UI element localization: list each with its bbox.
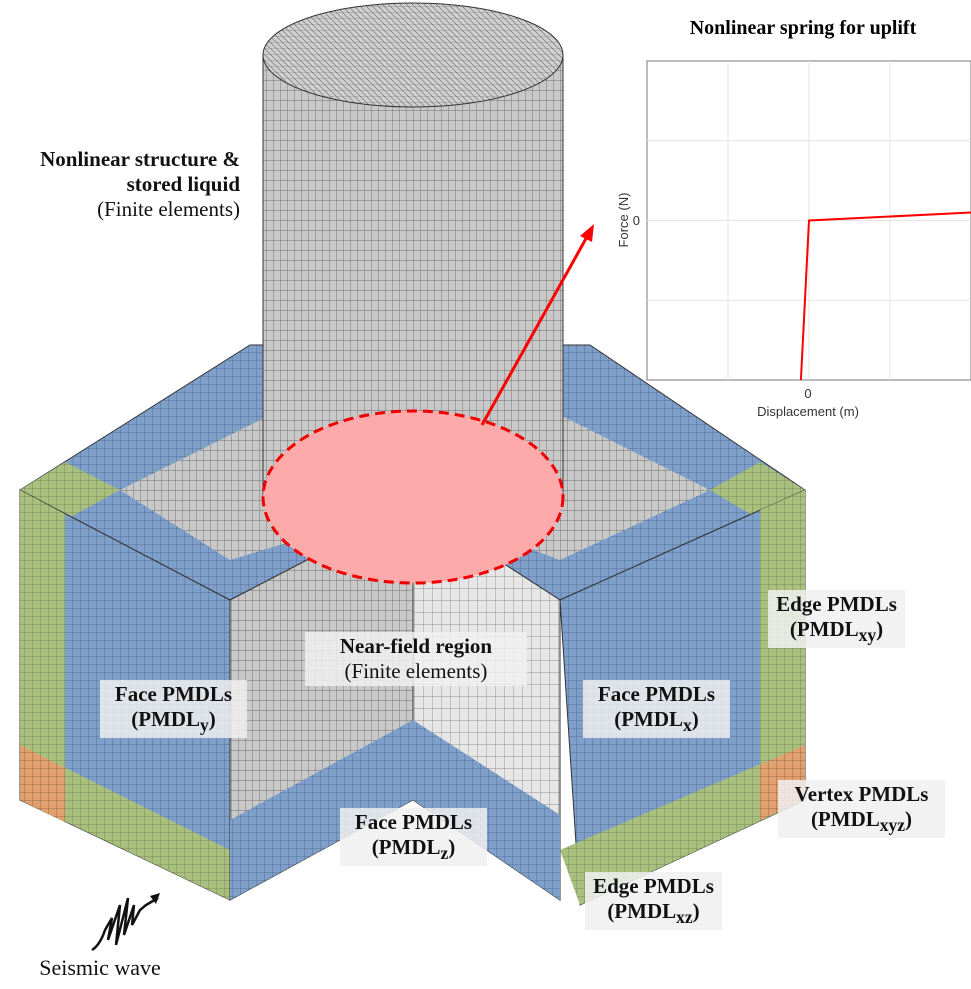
vertex-pmdl-xyz-label: Vertex PMDLs (PMDLxyz) [778, 780, 945, 839]
chart-title: Nonlinear spring for uplift [690, 17, 917, 39]
structure-label: Nonlinear structure & stored liquid (Fin… [40, 147, 240, 222]
arrowhead-icon [580, 224, 594, 242]
left-vertex-orange [20, 745, 65, 822]
chart-series-line [799, 211, 971, 381]
edge-pmdl-xz-label: Edge PMDLs (PMDLxz) [585, 872, 722, 931]
cylinder-top [262, 2, 564, 108]
seismic-wave-label: Seismic wave [39, 955, 161, 980]
seismic-wave-icon [91, 896, 159, 952]
left-edge-green [20, 490, 65, 822]
face-pmdl-z-label: Face PMDLs (PMDLz) [340, 808, 487, 867]
nearfield-label: Near-field region (Finite elements) [305, 632, 527, 687]
face-pmdl-y-label: Face PMDLs (PMDLy) [100, 680, 247, 739]
right-edge-green [760, 490, 805, 820]
callout-arrow [480, 234, 590, 426]
foundation-highlight [261, 409, 565, 585]
x-axis-label: Displacement (m) [757, 404, 859, 419]
y-axis-label: Force (N) [616, 193, 631, 248]
seismic-arrowhead-icon [150, 893, 160, 904]
right-bottom-green [560, 745, 805, 905]
x-tick-label: 0 [804, 386, 811, 401]
y-tick-label: 0 [633, 213, 640, 228]
face-pmdl-x-label: Face PMDLs (PMDLx) [583, 680, 730, 739]
left-bottom-green [20, 745, 230, 900]
cut-bottom-blue-left [230, 720, 413, 900]
edge-pmdl-xy-label: Edge PMDLs (PMDLxy) [768, 590, 905, 649]
spring-chart: Nonlinear spring for uplift 0 0 Displace… [616, 17, 971, 419]
